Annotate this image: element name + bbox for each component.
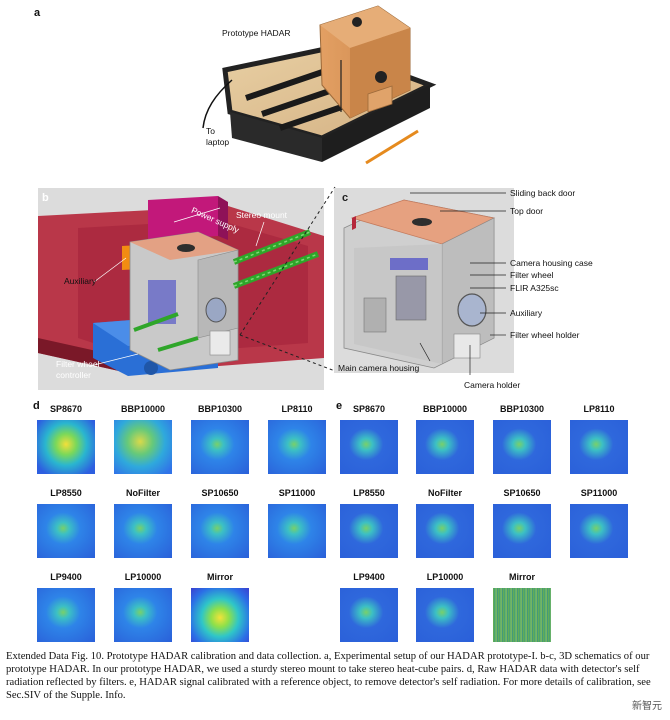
panel-d-tile-lp8550 xyxy=(37,504,95,558)
label-prototype-hadar: Prototype HADAR xyxy=(222,28,291,38)
panel-c-letter: c xyxy=(342,192,349,204)
panel-d-tile-sp8670 xyxy=(37,420,95,474)
panel-d-label-nofilter: NoFilter xyxy=(125,488,160,498)
panel-d-tile-lp10000 xyxy=(114,588,172,642)
label-filter-wheel-controller-2: controller xyxy=(56,370,91,380)
panel-e-label-lp9400: LP9400 xyxy=(353,572,385,582)
panel-d-label-mirror: Mirror xyxy=(206,572,233,582)
figure-caption: Extended Data Fig. 10. Prototype HADAR c… xyxy=(6,651,651,701)
panel-d-tile-sp11000 xyxy=(268,504,326,558)
panel-d-tile-bbp10000 xyxy=(114,420,172,474)
panel-e-label-sp10650: SP10650 xyxy=(503,488,541,498)
panel-d-tile-bbp10300 xyxy=(191,420,249,474)
panel-e-tile-lp10000 xyxy=(416,588,474,642)
top-hole xyxy=(352,17,362,27)
label-flir: FLIR A325sc xyxy=(510,283,559,293)
panel-d-tile-sp10650 xyxy=(191,504,249,558)
panel-e-label-lp8110: LP8110 xyxy=(583,404,615,414)
panel-e-tile-bbp10000 xyxy=(416,420,474,474)
label-top-door: Top door xyxy=(510,206,544,216)
panel-d-label-lp9400: LP9400 xyxy=(50,572,82,582)
dashed-connector xyxy=(239,186,336,372)
label-filter-wheel-holder: Filter wheel holder xyxy=(510,330,580,340)
label-filter-wheel-controller-1: Filter wheel xyxy=(56,359,100,369)
label-to-laptop-1: To xyxy=(206,126,215,136)
pencil xyxy=(365,129,419,165)
label-camera-holder: Camera holder xyxy=(464,380,521,390)
panel-e-tile-nofilter xyxy=(416,504,474,558)
panel-e-label-mirror: Mirror xyxy=(508,572,535,582)
panel-e-label-sp11000: SP11000 xyxy=(580,488,618,498)
panel-d-label-sp11000: SP11000 xyxy=(278,488,316,498)
label-sliding-back-door: Sliding back door xyxy=(510,188,576,198)
panel-e-label-lp8550: LP8550 xyxy=(353,488,385,498)
panel-d-label-lp8110: LP8110 xyxy=(281,404,313,414)
panel-d-label-sp10650: SP10650 xyxy=(201,488,239,498)
label-auxiliary-b: Auxiliary xyxy=(64,276,97,286)
panel-d-tile-lp8110 xyxy=(268,420,326,474)
label-camera-housing-case: Camera housing case xyxy=(510,258,593,268)
watermark: 新智元 xyxy=(632,701,662,712)
label-auxiliary-c: Auxiliary xyxy=(510,308,543,318)
label-to-laptop-2: laptop xyxy=(206,137,230,147)
panel-e-label-bbp10300: BBP10300 xyxy=(499,404,545,414)
panel-e-tile-bbp10300 xyxy=(493,420,551,474)
panel-e-tile-lp9400 xyxy=(340,588,398,642)
panel-e-tile-lp8550 xyxy=(340,504,398,558)
panel-b-schematic xyxy=(38,188,324,390)
panel-d-tile-nofilter xyxy=(114,504,172,558)
panel-e-tile-mirror xyxy=(493,588,551,642)
panel-d-tile-mirror xyxy=(191,588,249,642)
panel-e-letter: e xyxy=(336,400,343,412)
panel-e-label-nofilter: NoFilter xyxy=(427,488,462,498)
panel-a-photo xyxy=(202,5,437,165)
panel-b-letter: b xyxy=(42,192,49,204)
panel-d-letter: d xyxy=(33,400,40,412)
panel-e-tile-sp10650 xyxy=(493,504,551,558)
label-main-camera-housing: Main camera housing xyxy=(338,363,420,373)
panel-e-tile-sp8670 xyxy=(340,420,398,474)
laptop-cable xyxy=(202,79,233,129)
panel-e-tile-lp8110 xyxy=(570,420,628,474)
panel-c-leaders xyxy=(410,192,506,375)
panel-e-label-lp10000: LP10000 xyxy=(426,572,464,582)
panel-d-tile-lp9400 xyxy=(37,588,95,642)
panel-d-label-bbp10300: BBP10300 xyxy=(197,404,243,414)
panel-d-label-bbp10000: BBP10000 xyxy=(120,404,166,414)
label-stereo-mount: Stereo mount xyxy=(236,210,288,220)
panel-e-label-sp8670: SP8670 xyxy=(352,404,386,414)
power-supply-block xyxy=(148,196,218,240)
panel-e-label-bbp10000: BBP10000 xyxy=(422,404,468,414)
panel-a-letter: a xyxy=(34,7,41,19)
panel-d-label-sp8670: SP8670 xyxy=(49,404,83,414)
panel-d-label-lp8550: LP8550 xyxy=(50,488,82,498)
front-lens-hole xyxy=(375,71,387,83)
panel-d-label-lp10000: LP10000 xyxy=(124,572,162,582)
label-filter-wheel: Filter wheel xyxy=(510,270,554,280)
panel-e-tile-sp11000 xyxy=(570,504,628,558)
